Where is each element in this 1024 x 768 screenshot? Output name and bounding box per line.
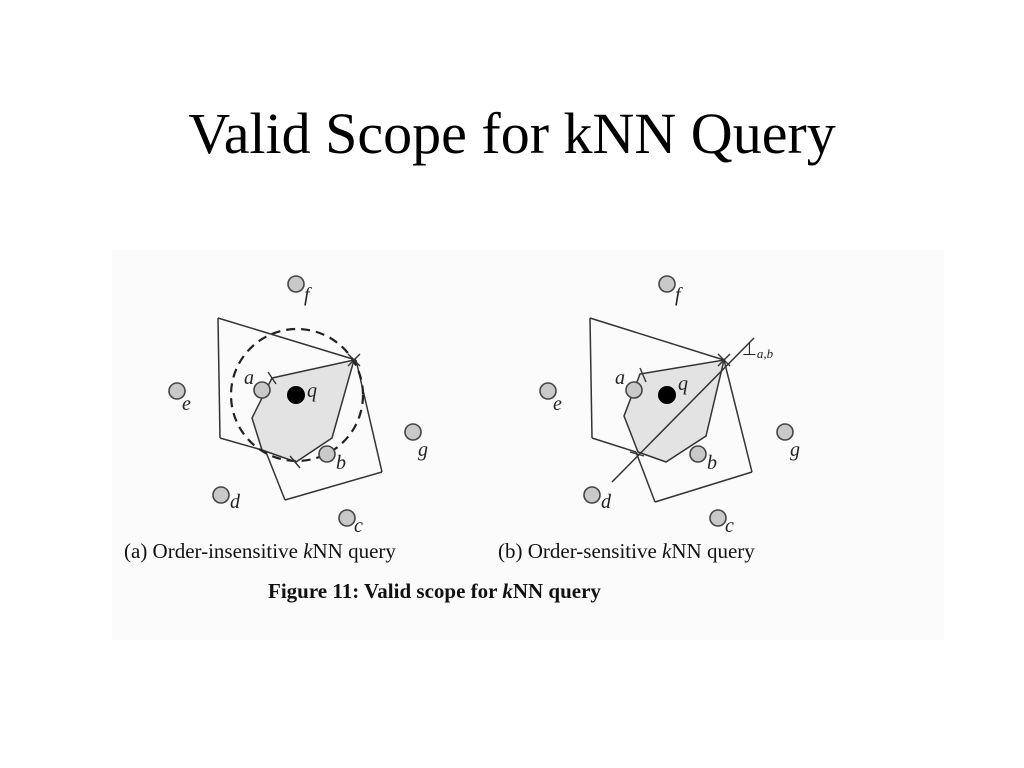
- panel-a-point-b: [318, 445, 336, 463]
- panel-a-point-d: [212, 486, 230, 504]
- panel-a-point-e: [168, 382, 186, 400]
- panel-b-point-b: [689, 445, 707, 463]
- panel-b-point-c: [709, 509, 727, 527]
- panel-a-tick-mark: [347, 353, 361, 367]
- panel-a-valid-scope-region: [251, 358, 356, 463]
- panel-b-boundary-line: [723, 359, 753, 473]
- panel-b-label-e: e: [553, 393, 562, 415]
- panel-b-label-g: g: [790, 439, 800, 461]
- panel-b-point-g: [776, 423, 794, 441]
- figure-panel: [112, 250, 944, 640]
- panel-a-tick-mark: [289, 455, 301, 469]
- panel-b-tick-mark: [717, 353, 731, 367]
- panel-a-caption-prefix: (a) Order-insensitive: [124, 539, 303, 563]
- panel-b-boundary-line: [654, 471, 753, 503]
- panel-b-caption-k: k: [662, 539, 672, 563]
- panel-b-boundary-line: [635, 451, 656, 503]
- panel-b-label-c: c: [725, 515, 734, 537]
- panel-a-query-point-q: [287, 386, 305, 404]
- panel-a-label-a: a: [244, 367, 254, 389]
- panel-b-bisector-line: [611, 337, 755, 483]
- panel-b-point-f: [658, 275, 676, 293]
- panel-a-label-d: d: [230, 491, 241, 513]
- panel-a-diagram: f e a q g b d c: [168, 275, 428, 537]
- panel-a-boundary-line: [265, 451, 286, 501]
- panel-b-label-f: f: [675, 284, 683, 306]
- figure-caption: Figure 11: Valid scope for kNN query: [268, 579, 601, 603]
- panel-a-label-g: g: [418, 439, 428, 461]
- panel-b-label-d: d: [601, 491, 612, 513]
- panel-a-label-e: e: [182, 393, 191, 415]
- panel-a-boundary-line: [219, 437, 263, 451]
- panel-a-caption-k: k: [303, 539, 313, 563]
- panel-a-label-b: b: [336, 452, 346, 474]
- panel-b-tick-mark: [639, 367, 647, 383]
- panel-a-knn-circle: [229, 327, 365, 463]
- bisector-subscript: a,b: [757, 346, 774, 361]
- panel-b-bisector-label: ⊥a,b: [742, 340, 774, 361]
- panel-a-label-q: q: [307, 380, 317, 402]
- panel-b-query-point-q: [658, 386, 676, 404]
- figure-caption-prefix: Figure 11: Valid scope for: [268, 579, 502, 603]
- figure-caption-k: k: [502, 579, 513, 603]
- bisector-symbol: ⊥: [742, 340, 757, 360]
- figure-caption-suffix: NN query: [513, 579, 602, 603]
- panel-b-boundary-line: [589, 317, 593, 439]
- panel-a-caption-suffix: NN query: [313, 539, 397, 563]
- panel-a-boundary-line: [284, 471, 383, 501]
- panel-b-caption-suffix: NN query: [671, 539, 755, 563]
- panel-a-caption: (a) Order-insensitive kNN query: [124, 539, 396, 563]
- panel-a-boundary-line: [217, 317, 221, 439]
- panel-b-caption-prefix: (b) Order-sensitive: [498, 539, 662, 563]
- panel-b-label-q: q: [678, 373, 688, 395]
- panel-b-boundary-line: [591, 437, 637, 453]
- panel-b-point-d: [583, 486, 601, 504]
- panel-b-label-a: a: [615, 367, 625, 389]
- panel-b-point-a: [625, 381, 643, 399]
- panel-a-point-a: [253, 381, 271, 399]
- panel-b-caption: (b) Order-sensitive kNN query: [498, 539, 755, 563]
- panel-b-tick-mark: [629, 451, 645, 457]
- panel-a-label-f: f: [304, 284, 312, 306]
- panel-a-point-c: [338, 509, 356, 527]
- panel-a-label-c: c: [354, 515, 363, 537]
- panel-b-boundary-line: [589, 317, 725, 361]
- panel-a-point-f: [287, 275, 305, 293]
- panel-a-point-g: [404, 423, 422, 441]
- panel-b-label-b: b: [707, 452, 717, 474]
- panel-b-point-e: [539, 382, 557, 400]
- slide-title: Valid Scope for kNN Query: [188, 101, 836, 166]
- panel-b-valid-scope-region: [623, 359, 725, 463]
- panel-a-tick-mark: [267, 371, 277, 385]
- panel-a-boundary-line: [217, 317, 357, 361]
- panel-b-diagram: ⊥a,b f e a q g b d c: [539, 275, 800, 537]
